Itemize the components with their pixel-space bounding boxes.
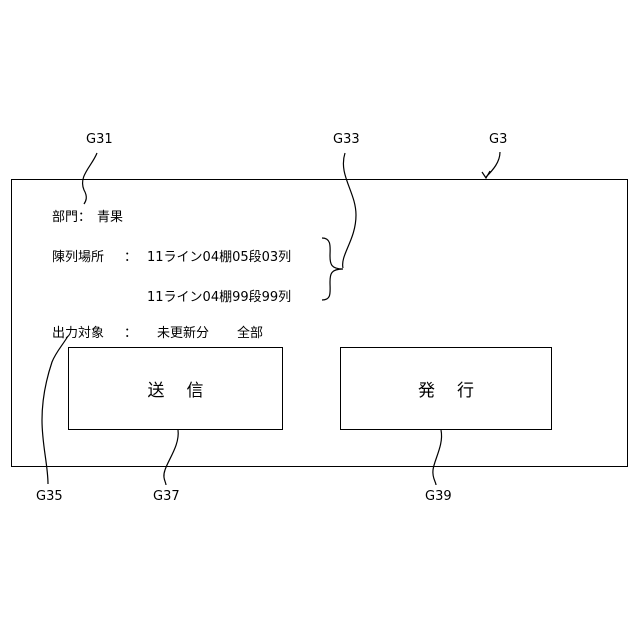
leader-line-g37 <box>164 430 178 485</box>
leader-line-g35 <box>42 336 68 484</box>
brace <box>322 238 343 300</box>
leader-line-g33 <box>343 153 356 268</box>
leader-line-g31 <box>83 153 97 204</box>
leader-line-g39 <box>433 430 442 485</box>
